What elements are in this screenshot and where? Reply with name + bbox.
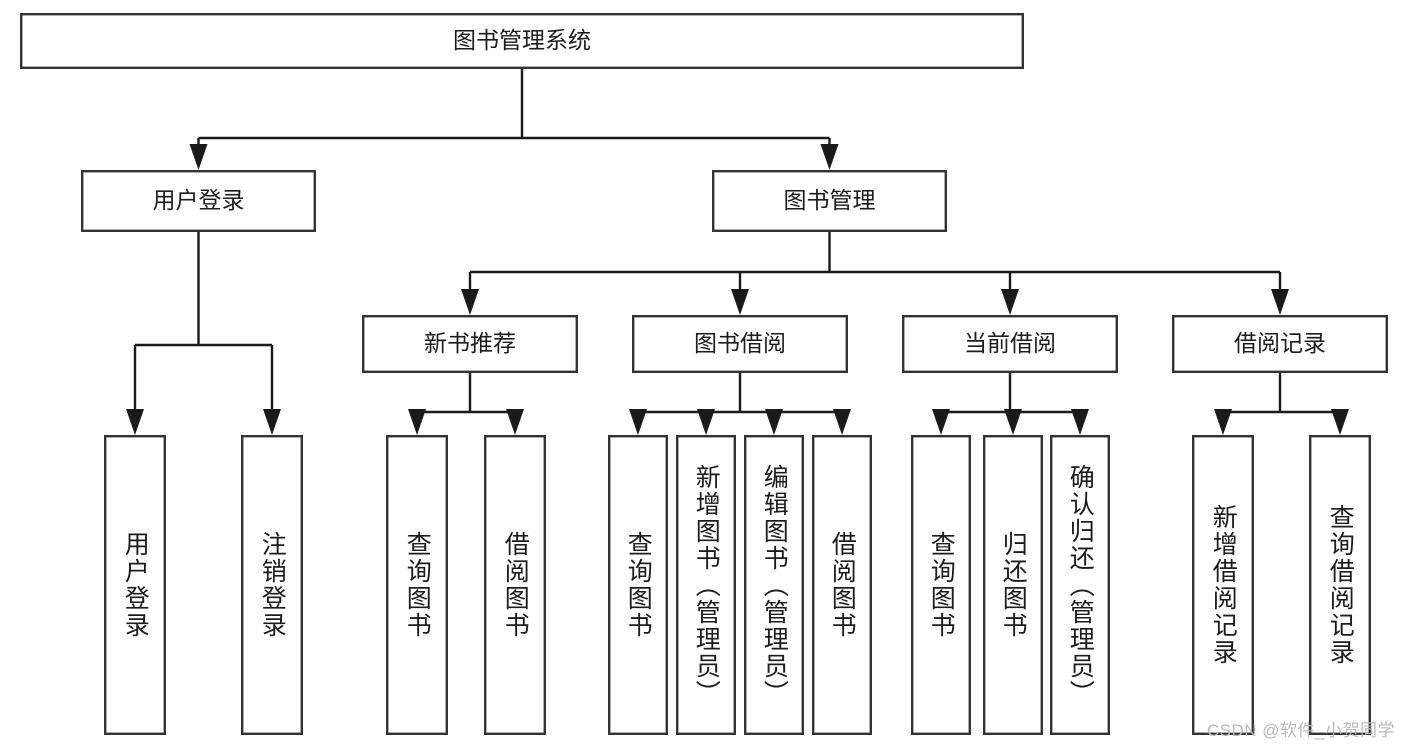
- csdn-watermark: CSDN @软件_小贺同学: [1206, 721, 1395, 740]
- node-label-leaf-cur-query: 查询图书: [927, 531, 956, 639]
- node-user-login[interactable]: [80, 169, 317, 232]
- node-leaf-rec-borrow[interactable]: [484, 435, 547, 736]
- node-root[interactable]: [20, 12, 1024, 69]
- node-label-leaf-rec-borrow: 借阅图书: [501, 531, 530, 639]
- arrow-head-icon: [1271, 289, 1289, 315]
- node-book-borrow[interactable]: [632, 315, 849, 374]
- node-label-root: 图书管理系统: [453, 27, 591, 53]
- arrow-head-icon: [506, 409, 524, 435]
- node-leaf-cur-return[interactable]: [983, 435, 1044, 736]
- node-label-book-manage: 图书管理: [784, 187, 876, 213]
- arrow-head-icon: [1004, 409, 1022, 435]
- node-label-user-login: 用户登录: [153, 187, 245, 213]
- arrow-head-icon: [932, 409, 950, 435]
- node-leaf-rec-query[interactable]: [386, 435, 449, 736]
- node-label-book-borrow: 图书借阅: [694, 330, 786, 356]
- node-label-borrow-record: 借阅记录: [1234, 330, 1326, 356]
- node-leaf-borrow-do[interactable]: [812, 435, 873, 736]
- arrow-head-icon: [1331, 409, 1349, 435]
- arrow-head-icon: [731, 289, 749, 315]
- node-label-leaf-rec-add: 新增借阅记录: [1209, 504, 1238, 666]
- arrow-head-icon: [1001, 289, 1019, 315]
- arrow-head-icon: [697, 409, 715, 435]
- arrow-head-icon: [1214, 409, 1232, 435]
- node-label-current-borrow: 当前借阅: [964, 330, 1056, 356]
- arrow-head-icon: [1071, 409, 1089, 435]
- arrow-head-icon: [408, 409, 426, 435]
- arrow-head-icon: [126, 409, 144, 435]
- arrow-head-icon: [820, 144, 839, 170]
- node-leaf-borrow-edit[interactable]: [744, 435, 805, 736]
- node-leaf-rec-search[interactable]: [1308, 435, 1371, 736]
- node-label-leaf-borrow-do: 借阅图书: [828, 531, 857, 639]
- node-label-leaf-cur-confirm: 确认归还（管理员）: [1066, 463, 1095, 707]
- arrow-head-icon: [833, 409, 851, 435]
- arrow-head-icon: [189, 144, 208, 170]
- arrow-head-icon: [263, 409, 281, 435]
- node-leaf-cur-query[interactable]: [911, 435, 972, 736]
- node-leaf-rec-add[interactable]: [1191, 435, 1254, 736]
- node-leaf-borrow-add[interactable]: [676, 435, 737, 736]
- node-leaf-user-logout[interactable]: [240, 435, 303, 736]
- node-label-leaf-user-login: 用户登录: [121, 531, 150, 639]
- connector-layer: [126, 69, 1349, 435]
- node-current-borrow[interactable]: [902, 315, 1119, 374]
- node-leaf-borrow-query[interactable]: [608, 435, 669, 736]
- node-label-leaf-borrow-edit: 编辑图书（管理员）: [760, 463, 789, 707]
- node-label-leaf-borrow-query: 查询图书: [624, 531, 653, 639]
- node-label-leaf-rec-query: 查询图书: [403, 531, 432, 639]
- node-leaf-cur-confirm[interactable]: [1049, 435, 1110, 736]
- node-book-manage[interactable]: [712, 169, 948, 232]
- node-borrow-record[interactable]: [1171, 315, 1388, 374]
- node-label-leaf-rec-search: 查询借阅记录: [1326, 504, 1355, 666]
- arrow-head-icon: [765, 409, 783, 435]
- arrow-head-icon: [629, 409, 647, 435]
- box-layer: [20, 12, 1388, 736]
- node-leaf-user-login[interactable]: [103, 435, 166, 736]
- node-new-book-rec[interactable]: [362, 315, 579, 374]
- node-label-leaf-cur-return: 归还图书: [999, 531, 1028, 639]
- node-label-new-book-rec: 新书推荐: [424, 330, 516, 356]
- arrow-head-icon: [461, 289, 479, 315]
- node-label-leaf-user-logout: 注销登录: [258, 531, 287, 639]
- node-label-leaf-borrow-add: 新增图书（管理员）: [692, 463, 721, 707]
